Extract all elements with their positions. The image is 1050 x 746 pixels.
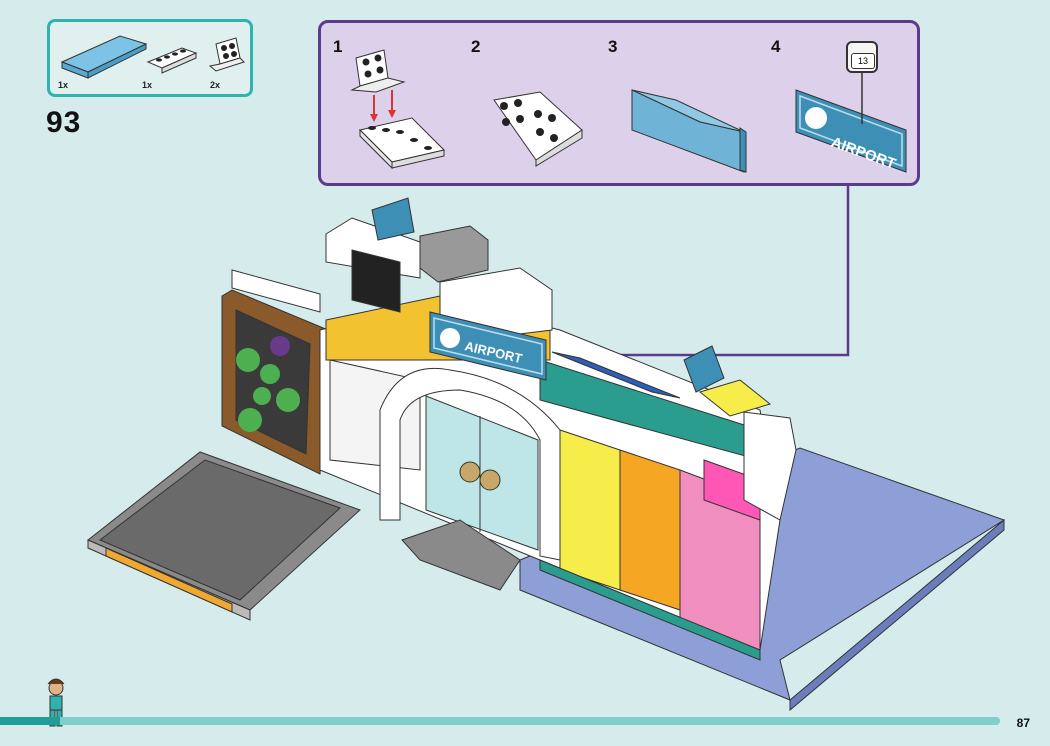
substep-number: 2 bbox=[471, 37, 481, 56]
part-qty: 1x bbox=[142, 80, 153, 90]
substep3-illustration bbox=[631, 89, 747, 173]
page-progress-accent bbox=[0, 717, 60, 725]
arched-entrance bbox=[379, 367, 561, 591]
substep-number: 3 bbox=[608, 37, 618, 56]
part-qty: 1x bbox=[58, 80, 69, 90]
substep-number: 4 bbox=[771, 37, 781, 56]
roof-structures bbox=[231, 197, 797, 521]
bracket-plate-icon bbox=[208, 37, 245, 72]
sticker-reference-badge: 13 bbox=[846, 41, 878, 73]
parts-list-box: 1x 1x 2x bbox=[47, 19, 253, 97]
step-number: 93 bbox=[46, 106, 82, 139]
callout-connector bbox=[538, 186, 850, 360]
substep-number: 1 bbox=[333, 37, 343, 56]
airport-sign-on-model: AIRPORT bbox=[429, 311, 547, 381]
substep2-illustration bbox=[493, 91, 583, 167]
substep1-illustration bbox=[350, 49, 445, 170]
page-number: 87 bbox=[1016, 716, 1030, 730]
sticker-ref-number: 13 bbox=[851, 53, 875, 69]
plant-wall bbox=[221, 289, 329, 475]
substep4-sign-illustration: AIRPORT bbox=[795, 73, 907, 173]
part-qty: 2x bbox=[210, 80, 221, 90]
parts-illustration bbox=[60, 35, 245, 79]
white-plate-icon bbox=[146, 47, 198, 74]
page-progress-bar bbox=[0, 717, 1000, 725]
left-ramp bbox=[87, 451, 361, 621]
blue-tile-icon bbox=[60, 35, 148, 79]
